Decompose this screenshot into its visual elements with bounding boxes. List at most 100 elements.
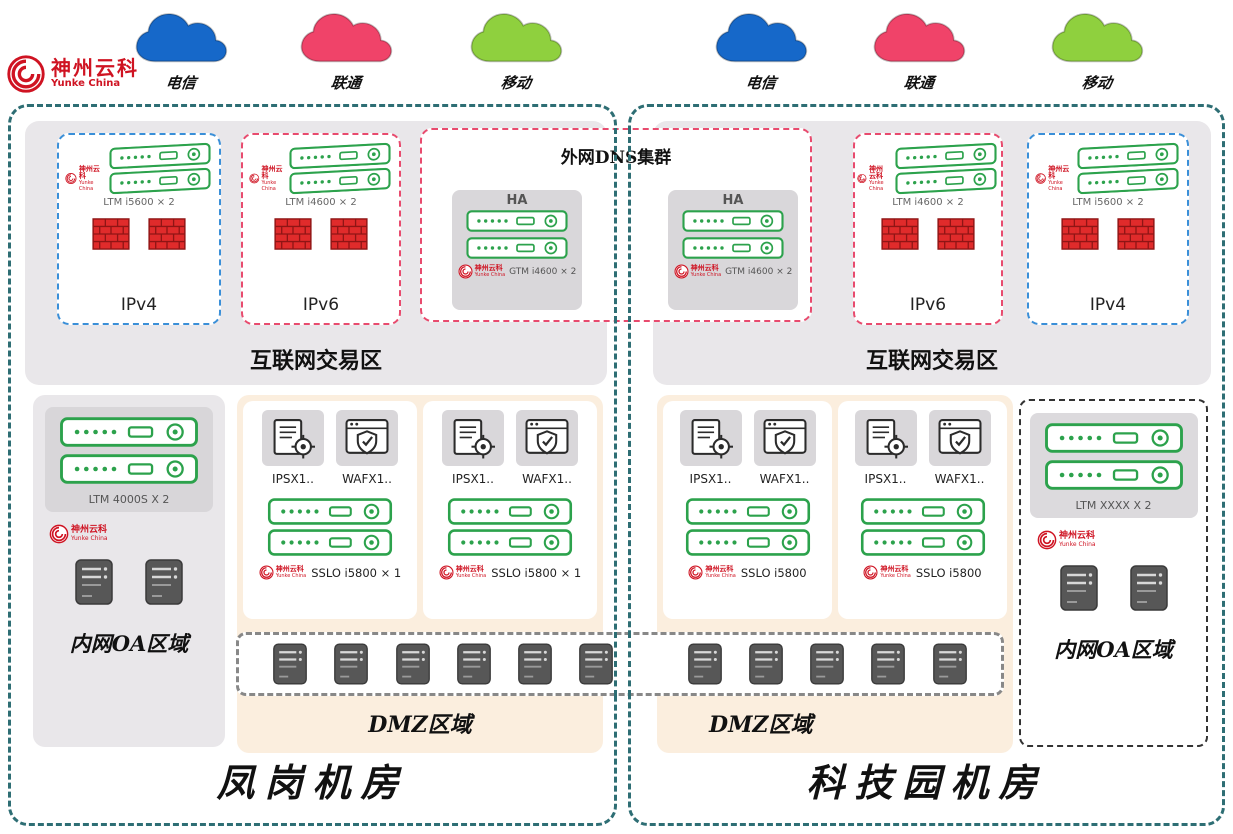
waf-tile bbox=[753, 410, 816, 466]
appliance-icon bbox=[1043, 423, 1185, 453]
server-icon bbox=[932, 642, 968, 686]
mini-sub: Yunke China bbox=[474, 271, 506, 278]
cloud-telecom-left: 电信 bbox=[122, 8, 240, 93]
mini-sub: Yunke China bbox=[275, 572, 307, 579]
appliance-icon bbox=[287, 167, 393, 195]
cloud-mobile-right: 移动 bbox=[1038, 8, 1156, 93]
appliance-icon bbox=[107, 142, 213, 170]
server-icon bbox=[870, 642, 906, 686]
ltm-appliance-stack bbox=[893, 142, 999, 195]
ips-tile bbox=[442, 410, 504, 466]
server-icon bbox=[517, 642, 553, 686]
zone-label: IPv4 bbox=[1089, 295, 1127, 315]
cloud-label: 移动 bbox=[499, 74, 533, 92]
gtm-device-label: GTM i4600 × 2 bbox=[725, 266, 793, 277]
cloud-telecom-right: 电信 bbox=[702, 8, 820, 93]
device-label: LTM XXXX X 2 bbox=[1075, 499, 1152, 512]
yunke-swirl-icon bbox=[674, 264, 689, 279]
firewall-icon bbox=[1117, 218, 1155, 250]
dc-border-segment bbox=[614, 128, 617, 322]
ips-label: IPSX1.. bbox=[272, 472, 314, 486]
appliance-icon bbox=[107, 167, 213, 195]
yunke-swirl-icon bbox=[6, 54, 46, 94]
sslo-label: SSLO i5800 × 1 bbox=[311, 565, 402, 580]
firewall-icon bbox=[330, 218, 368, 250]
sslo-label: SSLO i5800 bbox=[740, 565, 807, 580]
device-label: LTM 4000S X 2 bbox=[88, 493, 170, 506]
cloud-unicom-left: 联通 bbox=[287, 8, 405, 93]
firewall-icon bbox=[1061, 218, 1099, 250]
mini-sub: Yunke China bbox=[455, 572, 487, 579]
appliance-icon bbox=[58, 454, 200, 484]
appliance-icon bbox=[1043, 460, 1185, 490]
yunke-swirl-icon bbox=[259, 565, 274, 580]
ltm-device-panel: LTM 4000S X 2 bbox=[45, 407, 213, 512]
appliance-icon bbox=[434, 498, 586, 525]
cloud-icon bbox=[1038, 8, 1156, 70]
mini-brand: 神州云科 bbox=[474, 263, 503, 272]
server-icon bbox=[395, 642, 431, 686]
firewall-icon bbox=[881, 218, 919, 250]
brand-name: 神州云科 bbox=[51, 56, 139, 81]
yunke-swirl-icon bbox=[863, 565, 878, 580]
mini-sub: Yunke China bbox=[261, 180, 277, 192]
device-label: LTM i5600 × 2 bbox=[1072, 197, 1144, 208]
mini-brand: 神州云科 bbox=[71, 524, 108, 535]
waf-tile bbox=[928, 410, 991, 466]
ips-icon bbox=[862, 417, 910, 460]
server-icon bbox=[1059, 564, 1099, 612]
appliance-icon bbox=[893, 167, 999, 195]
ips-label: IPSX1.. bbox=[452, 472, 494, 486]
mini-brand: 神州云科 bbox=[868, 164, 883, 181]
oa-server-group bbox=[1021, 564, 1206, 612]
mini-brand: 神州云科 bbox=[880, 564, 909, 573]
firewall-pair bbox=[274, 218, 368, 250]
yunke-swirl-icon bbox=[1035, 171, 1046, 186]
cloud-label: 电信 bbox=[164, 74, 198, 92]
appliance-icon bbox=[287, 142, 393, 170]
appliance-icon bbox=[1075, 142, 1181, 170]
appliance-icon bbox=[58, 417, 200, 447]
yunke-swirl-icon bbox=[1037, 530, 1057, 550]
appliance-icon bbox=[847, 498, 999, 525]
sslo-appliance-stack bbox=[847, 498, 999, 556]
cloud-label: 移动 bbox=[1080, 74, 1114, 92]
waf-label: WAFX1.. bbox=[342, 472, 392, 486]
mini-sub: Yunke China bbox=[690, 271, 722, 278]
waf-tile bbox=[516, 410, 578, 466]
firewall-icon bbox=[937, 218, 975, 250]
appliance-icon bbox=[1075, 167, 1181, 195]
appliance-icon bbox=[893, 142, 999, 170]
server-icon bbox=[272, 642, 308, 686]
mini-sub: Yunke China bbox=[1048, 180, 1063, 192]
cloud-label: 联通 bbox=[329, 74, 363, 92]
server-icon bbox=[578, 642, 614, 686]
server-icon bbox=[687, 642, 723, 686]
cloud-icon bbox=[457, 8, 575, 70]
ha-label: HA bbox=[506, 193, 528, 208]
firewall-pair bbox=[92, 218, 186, 250]
yunke-swirl-icon bbox=[458, 264, 473, 279]
mini-sub: Yunke China bbox=[1059, 540, 1096, 548]
server-icon bbox=[748, 642, 784, 686]
dmz-server-farm-row bbox=[236, 632, 1004, 696]
mini-brand: 神州云科 bbox=[455, 564, 484, 573]
waf-label: WAFX1.. bbox=[522, 472, 572, 486]
yunke-swirl-icon bbox=[439, 565, 454, 580]
mini-brand: 神州云科 bbox=[690, 263, 719, 272]
server-icon bbox=[74, 558, 114, 606]
cloud-icon bbox=[287, 8, 405, 70]
ltm-appliance-stack bbox=[107, 142, 213, 195]
